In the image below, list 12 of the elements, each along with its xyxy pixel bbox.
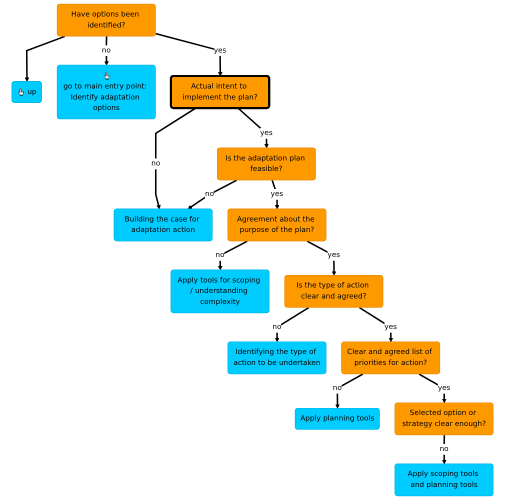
arrow [418, 373, 447, 404]
arrow [154, 108, 196, 210]
arrow [104, 36, 109, 66]
arrow [238, 108, 269, 148]
arrow [442, 435, 447, 464]
arrow [155, 32, 223, 76]
arrow [335, 373, 364, 409]
arrow [24, 36, 66, 82]
arrow [218, 240, 248, 270]
arrow [188, 180, 238, 210]
arrow [306, 240, 336, 276]
arrow [274, 307, 310, 342]
